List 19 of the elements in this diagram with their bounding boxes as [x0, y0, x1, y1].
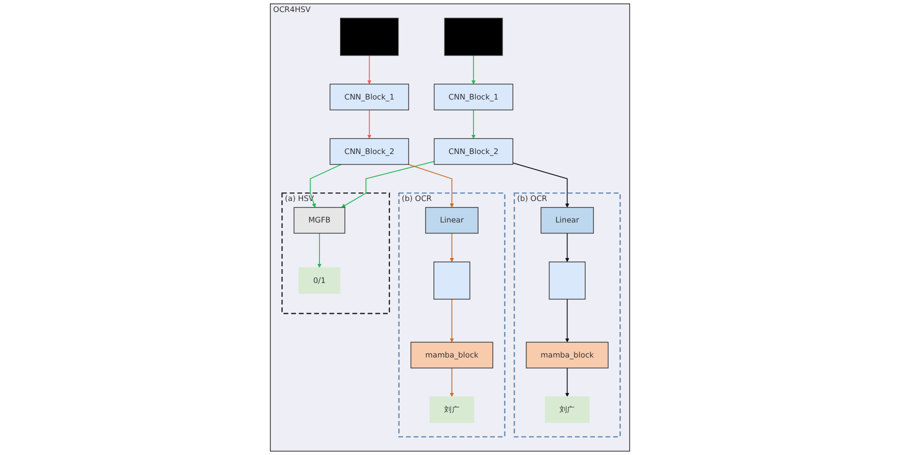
node-box	[548, 262, 586, 300]
arrow	[450, 232, 454, 262]
node-picture	[444, 18, 503, 56]
arrow	[408, 164, 454, 208]
arrow	[317, 232, 322, 268]
arrow	[471, 55, 476, 84]
arrow	[471, 110, 476, 139]
arrow	[367, 55, 372, 84]
arrow	[565, 368, 570, 397]
arrow	[565, 298, 570, 342]
arrow	[310, 164, 342, 208]
arrow	[450, 368, 454, 397]
arrow	[450, 298, 454, 342]
arrow	[565, 232, 570, 262]
node-picture	[340, 18, 399, 56]
arrow	[367, 110, 372, 139]
arrow	[341, 161, 435, 208]
arrow	[512, 162, 570, 208]
node-box	[434, 262, 470, 300]
